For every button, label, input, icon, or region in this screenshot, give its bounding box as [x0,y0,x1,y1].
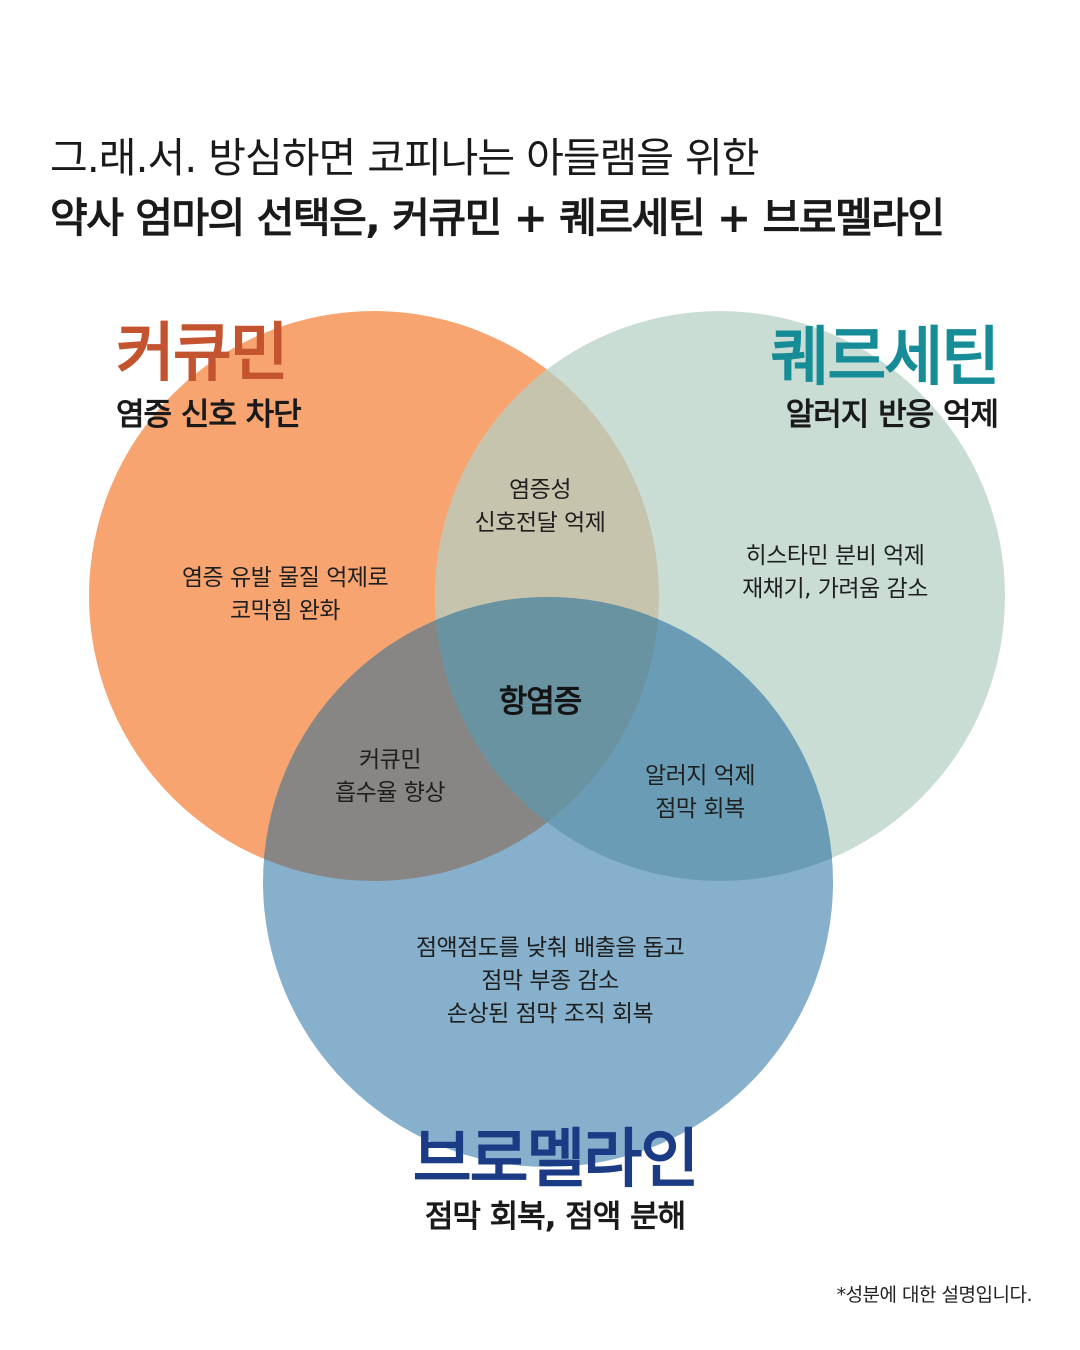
quercetin-subtitle: 알러지 반응 억제 [785,397,999,433]
curcumin-title: 커큐민 [116,317,289,391]
overlap-curcumin-bromelain-text: 커큐민 흡수율 향상 [310,744,470,810]
headline-line-1: 그.래.서. 방심하면 코피나는 아들램을 위한 [50,134,759,182]
curcumin-description-line: 염증 유발 물질 억제로 [181,565,389,591]
headline-line-2: 약사 엄마의 선택은, 커큐민 + 퀘르세틴 + 브로멜라인 [50,194,945,242]
center-label: 항염증 [498,684,583,720]
quercetin-description-line: 히스타민 분비 억제 [745,543,925,569]
overlap-text-line: 염증성 [509,477,571,503]
overlap-quercetin-bromelain-text: 알러지 억제 점막 회복 [620,760,780,826]
bromelain-title: 브로멜라인 [412,1123,699,1197]
overlap-text-line: 신호전달 억제 [474,510,606,536]
overlap-text-line: 흡수율 향상 [334,780,446,806]
bromelain-description-line: 손상된 점막 조직 회복 [446,1001,654,1027]
overlap-curcumin-quercetin-text: 염증성 신호전달 억제 [440,474,640,540]
overlap-text-line: 커큐민 [359,747,421,773]
headline: 그.래.서. 방심하면 코피나는 아들램을 위한 약사 엄마의 선택은, 커큐민… [50,128,1040,248]
overlap-curcumin-bromelain [263,597,659,881]
bromelain-subtitle: 점막 회복, 점액 분해 [424,1199,686,1235]
footnote: *성분에 대한 설명입니다. [836,1284,1033,1306]
quercetin-description-line: 재채기, 가려움 감소 [742,576,928,602]
curcumin-subtitle: 염증 신호 차단 [116,397,302,433]
overlap-quercetin-bromelain [435,597,833,881]
overlap-text-line: 점막 회복 [655,796,745,822]
overlap-text-line: 알러지 억제 [644,763,756,789]
bromelain-description: 점액점도를 낮춰 배출을 돕고 점막 부종 감소 손상된 점막 조직 회복 [380,932,720,1031]
quercetin-title: 퀘르세틴 [770,321,1000,395]
quercetin-description: 히스타민 분비 억제 재채기, 가려움 감소 [700,540,970,606]
bromelain-description-line: 점막 부종 감소 [481,968,619,994]
curcumin-description: 염증 유발 물질 억제로 코막힘 완화 [150,562,420,628]
bromelain-description-line: 점액점도를 낮춰 배출을 돕고 [415,935,685,961]
curcumin-description-line: 코막힘 완화 [229,598,341,624]
